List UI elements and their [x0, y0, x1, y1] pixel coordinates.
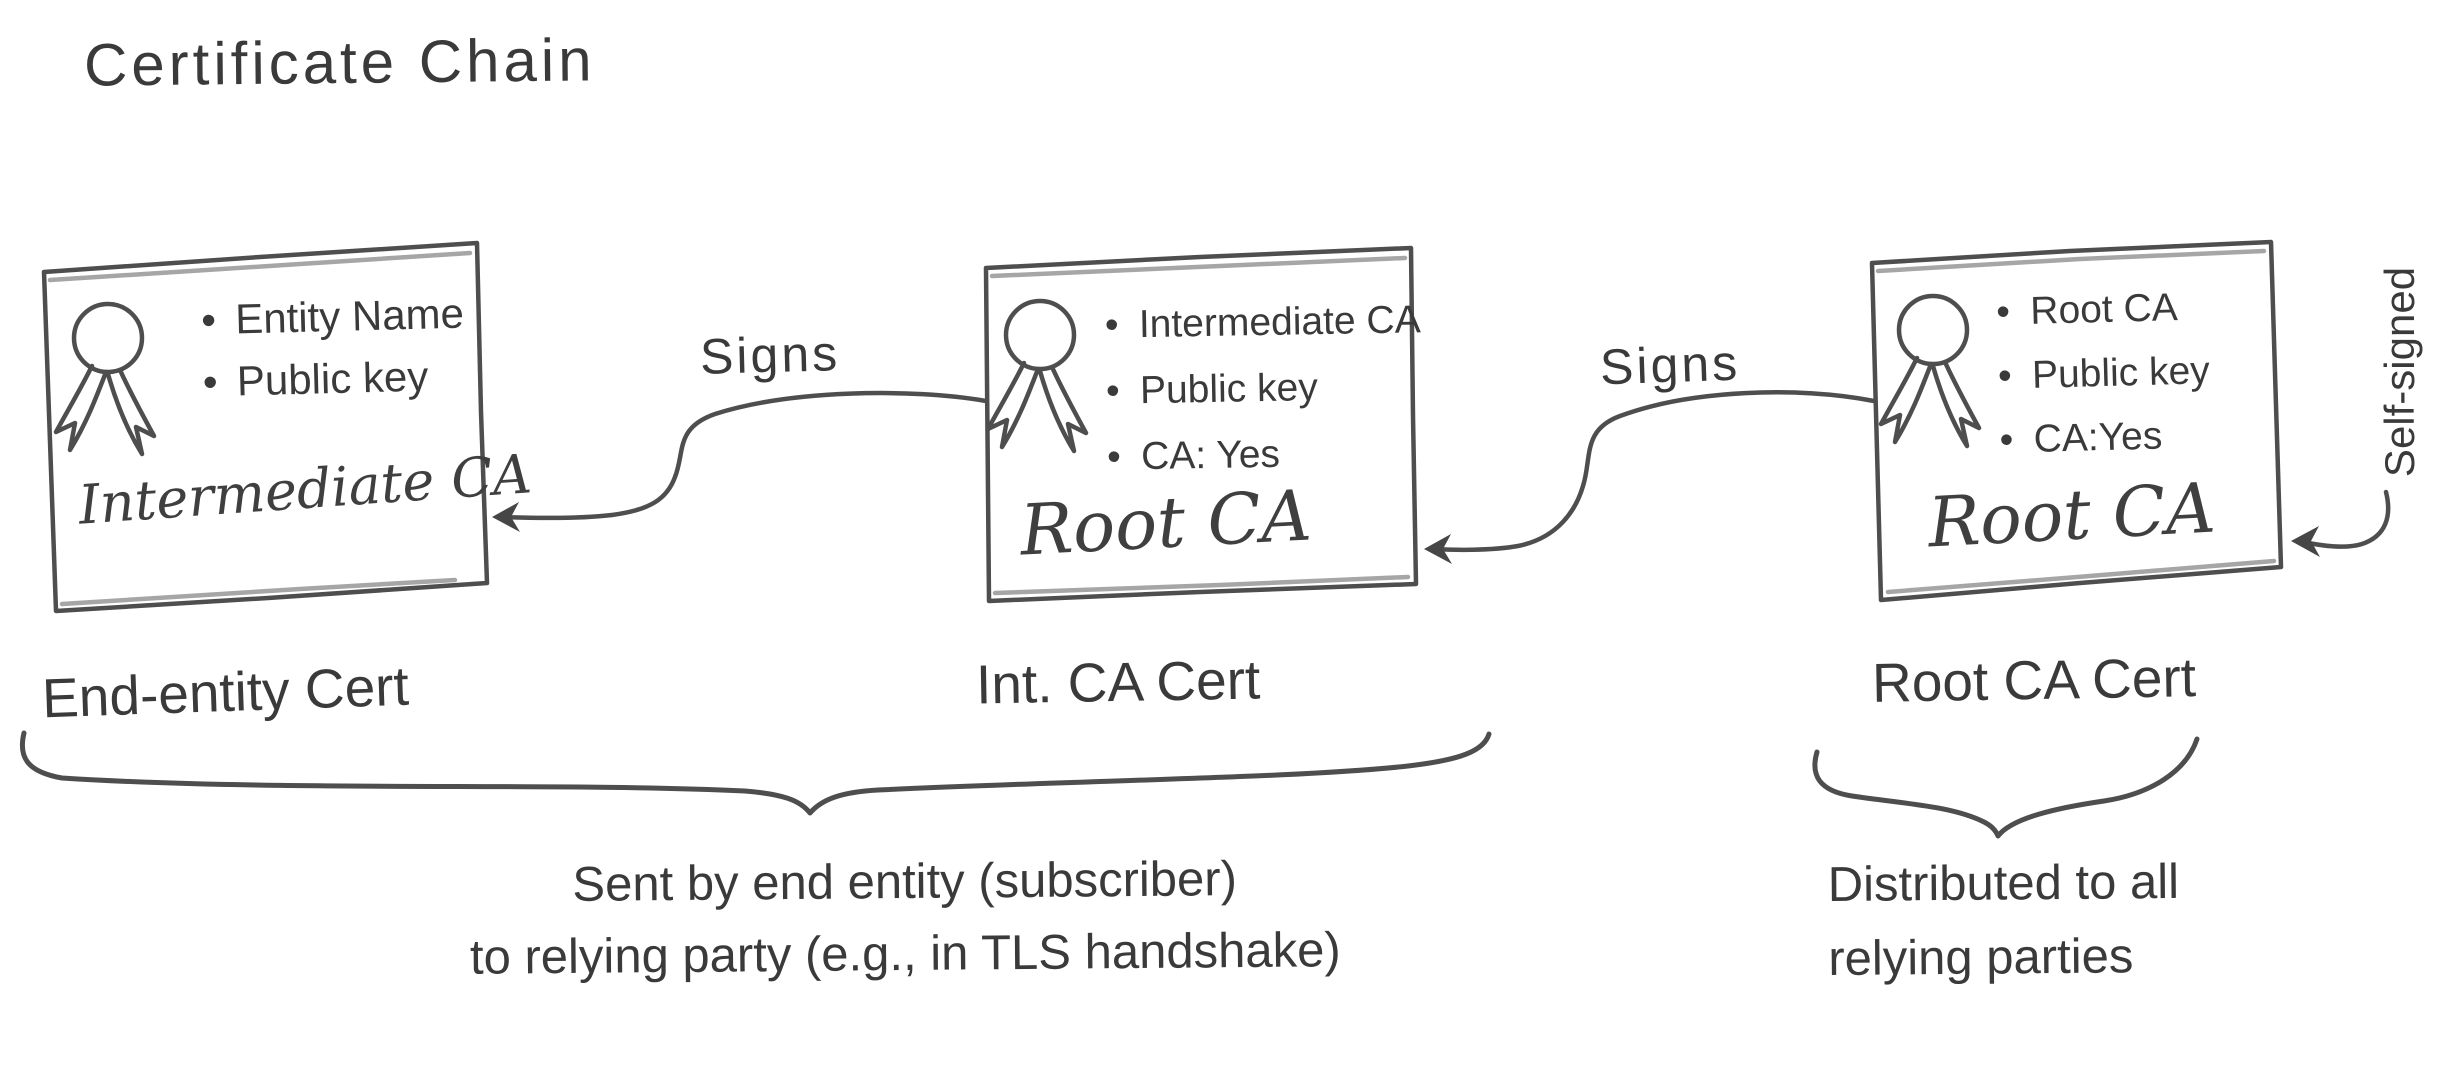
self-signed-arrow-head	[2291, 526, 2320, 557]
brace-subscriber-chain	[19, 730, 1492, 816]
intermediate-fields: Intermediate CA Public key CA: Yes	[1104, 287, 1423, 490]
brace-root-distribution	[1812, 736, 2200, 839]
caption-line: to relying party (e.g., in TLS handshake…	[469, 923, 1341, 985]
field-subject-root-ca: Root CA	[1996, 275, 2209, 345]
ribbon-icon	[56, 304, 154, 454]
caption-line: Distributed to all	[1827, 854, 2180, 913]
field-public-key: Public key	[1997, 339, 2210, 409]
intermediate-card-overdraw	[989, 255, 1411, 596]
field-entity-name: Entity Name	[200, 283, 465, 352]
diagram-title: Certificate Chain	[83, 26, 596, 99]
intermediate-cert-label: Int. CA Cert	[975, 648, 1261, 716]
root-card-outline	[1869, 239, 2284, 603]
caption-line: Sent by end entity (subscriber)	[572, 852, 1238, 912]
caption-line: relying parties	[1828, 929, 2134, 987]
signs-arrow-2-head	[1424, 534, 1452, 564]
self-signed-arrow	[2301, 489, 2391, 549]
root-distribution-caption: Distributed to all relying parties	[1827, 844, 2288, 996]
intermediate-issuer-signature: Root CA	[1018, 474, 1314, 572]
end-entity-cert-label: End-entity Cert	[41, 654, 410, 730]
signs-arrow-1-head	[492, 502, 520, 532]
self-signed-annotation: Self-signed	[2376, 266, 2423, 478]
end-entity-card-outline	[41, 240, 490, 614]
field-subject-intermediate-ca: Intermediate CA	[1104, 287, 1421, 359]
root-cert-label: Root CA Cert	[1871, 646, 2197, 714]
signs-arrow-1	[499, 390, 989, 521]
intermediate-card-outline	[983, 245, 1419, 604]
root-fields: Root CA Public key CA:Yes	[1996, 275, 2213, 472]
signs-arrow-1-label: Signs	[699, 325, 841, 385]
field-ca-flag: CA:Yes	[1999, 403, 2212, 473]
signs-arrow-2-label: Signs	[1599, 334, 1742, 396]
field-public-key: Public key	[1105, 353, 1422, 425]
end-entity-fields: Entity Name Public key	[200, 283, 466, 414]
ribbon-icon	[988, 301, 1086, 451]
signs-arrow-2	[1431, 390, 1877, 553]
root-card-overdraw	[1875, 248, 2277, 595]
end-entity-card-overdraw	[47, 250, 473, 607]
field-public-key: Public key	[202, 345, 466, 414]
ribbon-icon	[1881, 296, 1979, 446]
subscriber-chain-caption: Sent by end entity (subscriber) to relyi…	[339, 841, 1470, 995]
root-issuer-signature: Root CA	[1926, 468, 2218, 564]
